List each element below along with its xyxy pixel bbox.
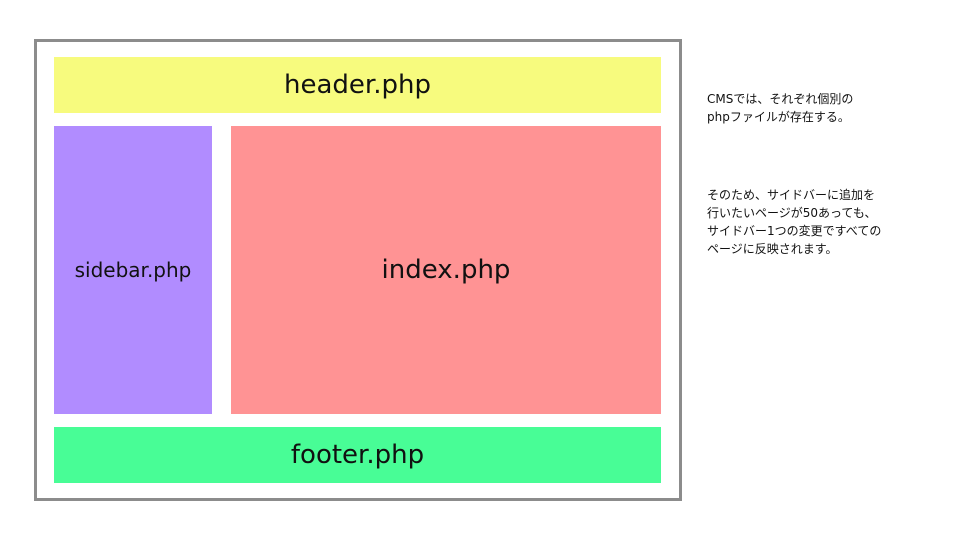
sidebar-block: sidebar.php xyxy=(54,126,212,414)
header-label: header.php xyxy=(284,70,431,100)
footer-label: footer.php xyxy=(290,440,425,470)
index-label: index.php xyxy=(381,255,511,285)
sidebar-label: sidebar.php xyxy=(74,258,192,282)
index-block: index.php xyxy=(231,126,661,414)
note-paragraph-2: そのため、サイドバーに追加を 行いたいページが50あっても、 サイドバー1つの変… xyxy=(707,186,957,258)
note-line: そのため、サイドバーに追加を xyxy=(707,188,876,202)
footer-block: footer.php xyxy=(54,427,661,483)
note-line: サイドバー1つの変更ですべての xyxy=(707,224,882,238)
note-line: CMSでは、それぞれ個別の xyxy=(707,92,854,106)
note-line: 行いたいページが50あっても、 xyxy=(707,206,877,220)
note-paragraph-1: CMSでは、それぞれ個別の phpファイルが存在する。 xyxy=(707,90,957,126)
header-block: header.php xyxy=(54,57,661,113)
note-line: ページに反映されます。 xyxy=(707,242,838,256)
note-line: phpファイルが存在する。 xyxy=(707,110,850,124)
